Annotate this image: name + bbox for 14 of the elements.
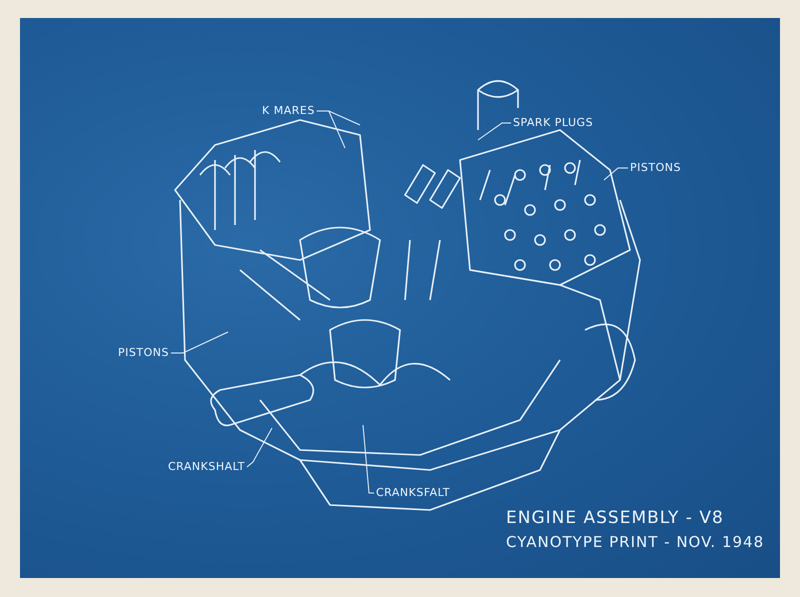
part-label: K MARES <box>262 104 315 118</box>
leader-line <box>170 332 228 354</box>
caption: CYANOTYPE PRINT - NOV. 1948 <box>506 533 764 551</box>
leader-line <box>604 168 628 180</box>
leader-line <box>246 428 272 468</box>
part-label: PISTONS <box>630 161 681 175</box>
part-label: PISTONS <box>118 346 169 360</box>
leader-line <box>316 110 346 148</box>
part-label: SPARK PLUGS <box>513 116 594 130</box>
leader-line <box>362 424 374 494</box>
leader-line <box>478 122 512 140</box>
part-label: CRANKSFALT <box>376 486 450 500</box>
title: ENGINE ASSEMBLY - V8 <box>506 508 724 528</box>
part-label: CRANKSHALT <box>168 460 245 474</box>
